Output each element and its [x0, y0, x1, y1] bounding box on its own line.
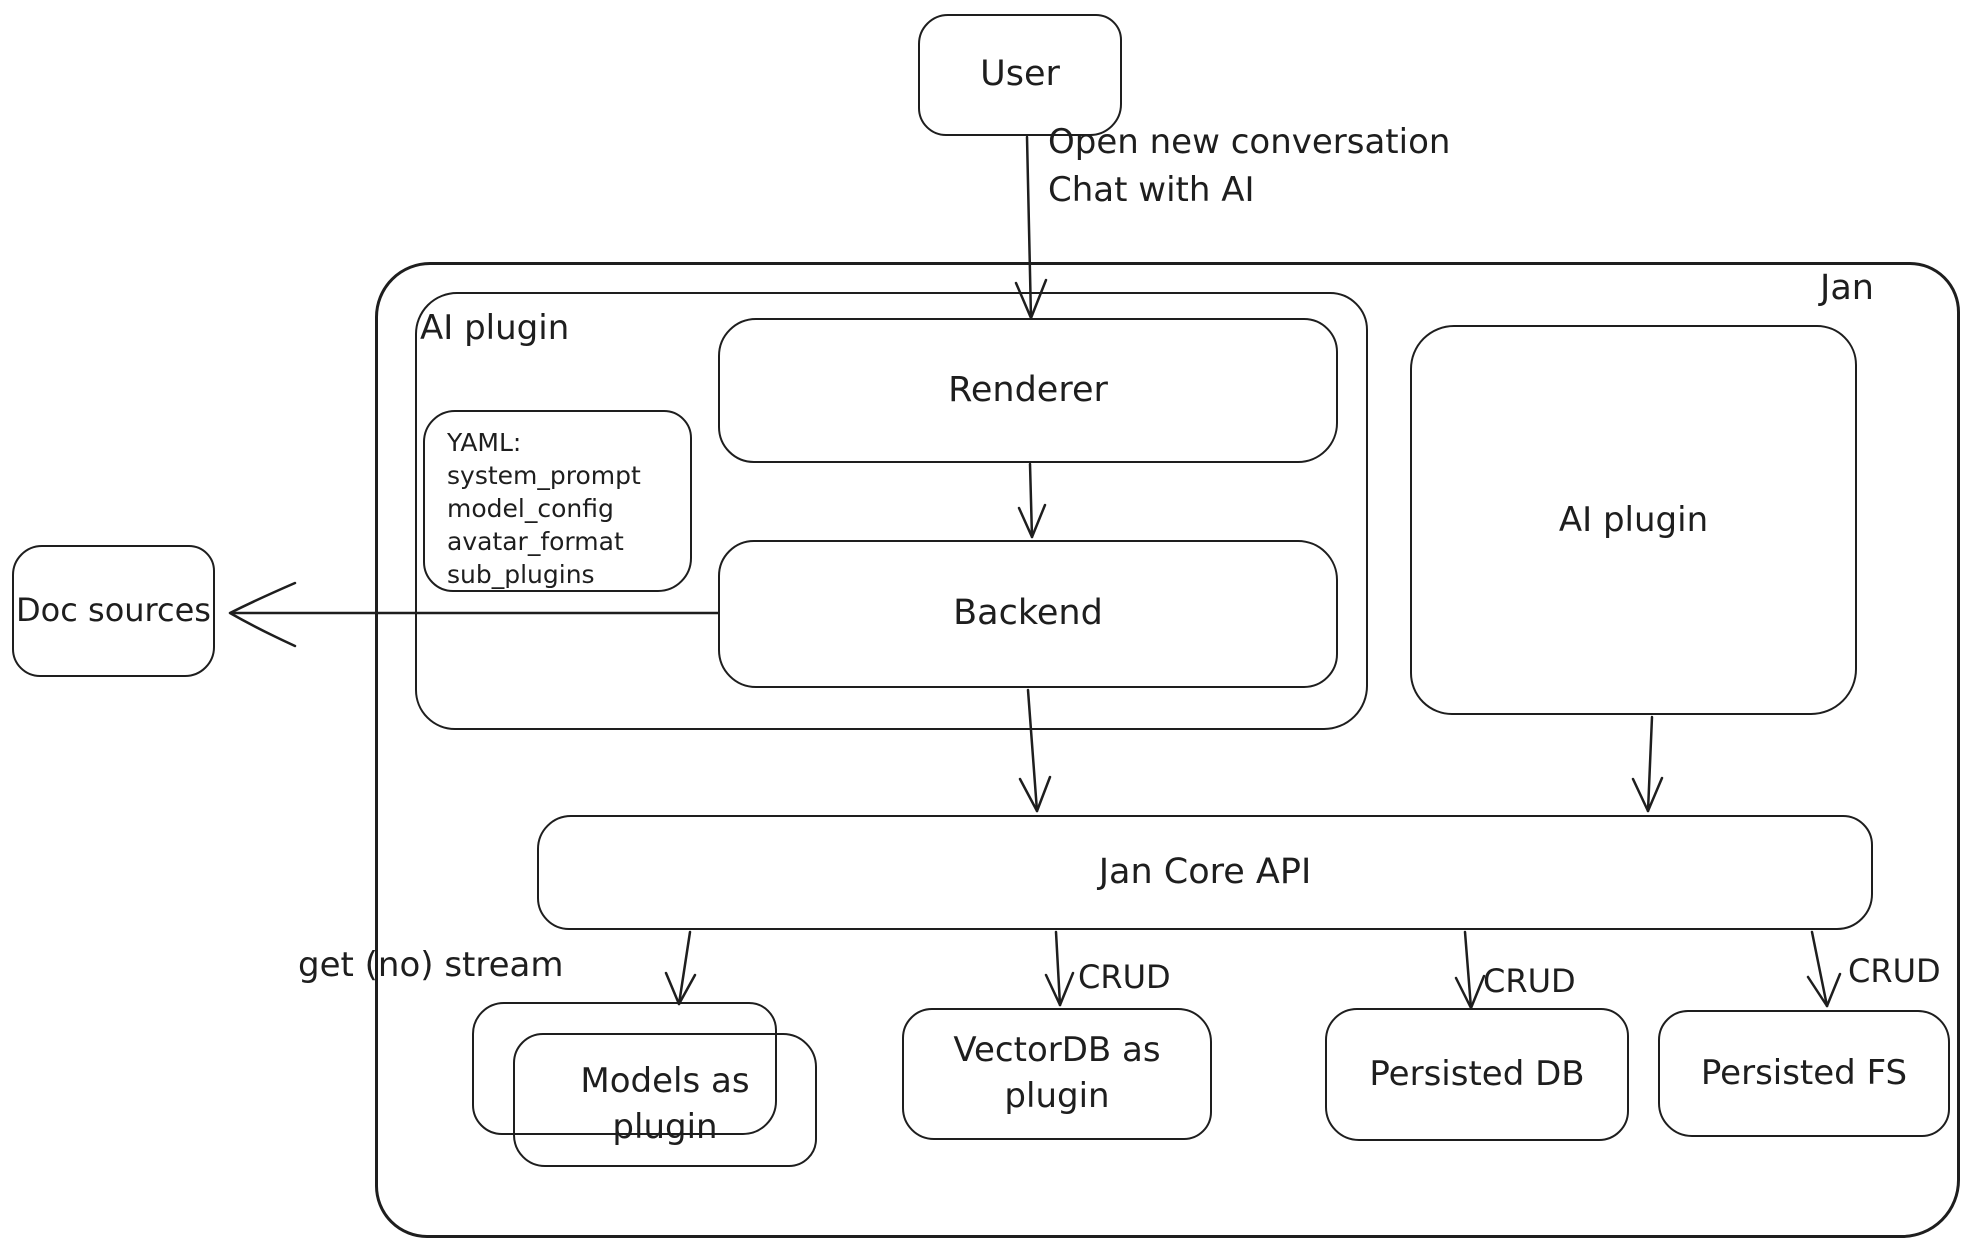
- node-backend-label: Backend: [953, 593, 1103, 634]
- node-user-label: User: [980, 54, 1060, 95]
- edge-user-flow-label-line2: Chat with AI: [1048, 170, 1255, 210]
- node-ai-plugin-right: AI plugin: [1410, 325, 1857, 715]
- node-user: User: [918, 14, 1122, 136]
- edge-api-to-models-label: get (no) stream: [298, 945, 564, 985]
- node-models-front-box: [513, 1033, 817, 1167]
- ai-plugin-container-label: AI plugin: [420, 308, 570, 348]
- node-persisted-fs: Persisted FS: [1658, 1010, 1950, 1137]
- jan-container-box: [375, 262, 1960, 1238]
- node-ai-plugin-right-label: AI plugin: [1558, 499, 1709, 540]
- edge-api-to-persisted-fs-label: CRUD: [1848, 952, 1941, 990]
- node-models-label: Models as plugin: [580, 1061, 750, 1147]
- jan-container-label: Jan: [1820, 268, 1874, 308]
- node-yaml-note: YAML: system_prompt model_config avatar_…: [423, 410, 692, 592]
- node-jan-core-api-label: Jan Core API: [1098, 851, 1312, 892]
- node-backend: Backend: [718, 540, 1338, 688]
- node-models-back-box: [472, 1002, 777, 1135]
- node-models-label-wrap: Models as plugin: [505, 1050, 825, 1160]
- edge-api-to-persisted-db-label: CRUD: [1483, 962, 1576, 1000]
- node-jan-core-api: Jan Core API: [537, 815, 1873, 930]
- node-doc-sources: Doc sources: [12, 545, 215, 677]
- ai-plugin-container-box: [415, 292, 1368, 730]
- node-vectordb: VectorDB as plugin: [902, 1008, 1212, 1140]
- edge-user-flow-label-line1: Open new conversation: [1048, 122, 1451, 162]
- node-persisted-db: Persisted DB: [1325, 1008, 1629, 1141]
- node-persisted-fs-label: Persisted FS: [1700, 1053, 1908, 1094]
- node-vectordb-label: VectorDB as plugin: [953, 1030, 1161, 1116]
- node-persisted-db-label: Persisted DB: [1369, 1054, 1585, 1095]
- node-renderer-label: Renderer: [948, 369, 1108, 410]
- yaml-note-text: YAML: system_prompt model_config avatar_…: [447, 428, 641, 589]
- node-doc-sources-label: Doc sources: [16, 591, 211, 630]
- node-renderer: Renderer: [718, 318, 1338, 463]
- edge-api-to-vectordb-label: CRUD: [1078, 958, 1171, 996]
